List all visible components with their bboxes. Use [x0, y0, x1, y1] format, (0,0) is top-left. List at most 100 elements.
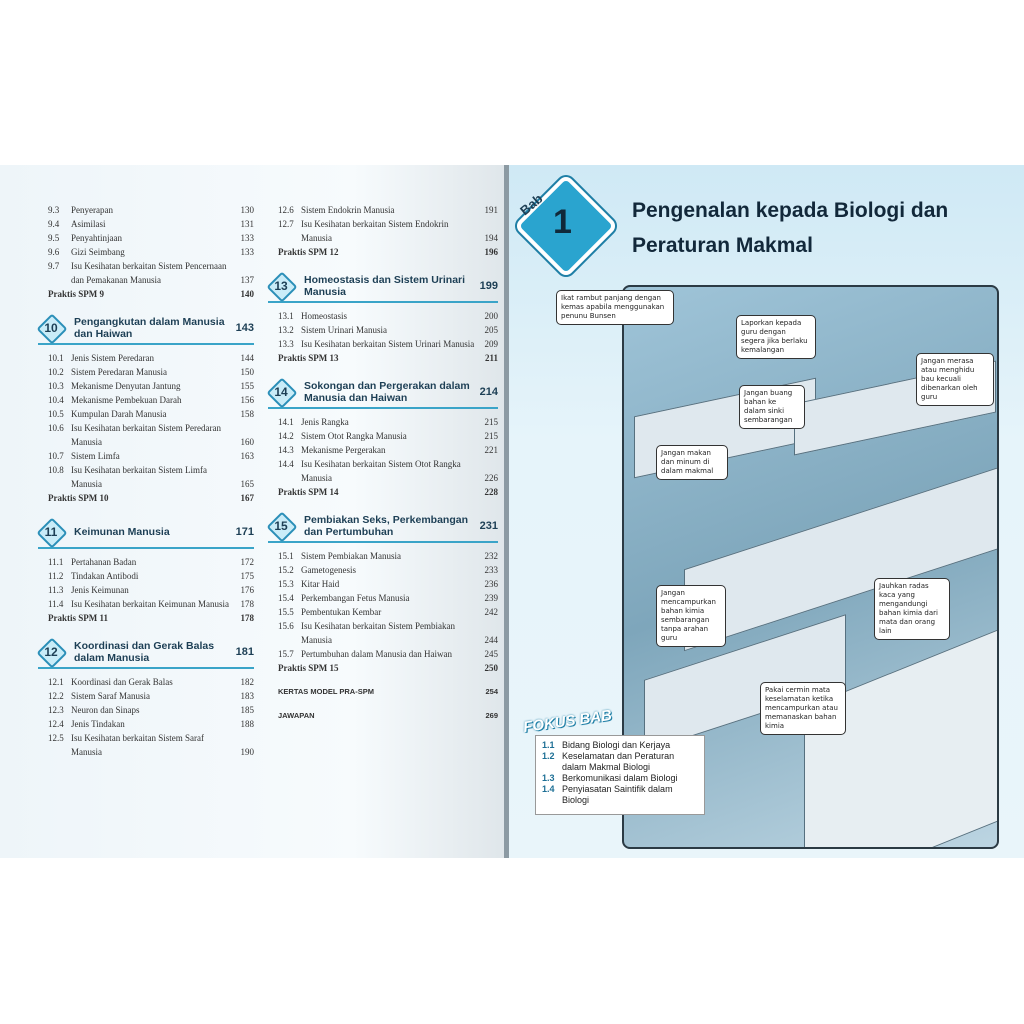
book-gutter [504, 165, 509, 858]
entry-page: 269 [485, 711, 498, 720]
entry-page: 140 [240, 289, 255, 299]
entry-title: Asimilasi [71, 219, 106, 229]
entry-page: 183 [240, 691, 255, 701]
entry-page: 245 [484, 649, 499, 659]
entry-title: Praktis SPM 12 [278, 247, 339, 257]
entry-page: 250 [484, 663, 499, 673]
chapter-number-badge: 14 [266, 377, 298, 409]
toc-praktis: Praktis SPM 10 167 [48, 491, 254, 505]
entry-page: 188 [240, 719, 255, 729]
entry-page: 215 [484, 431, 499, 441]
entry-page: 182 [240, 677, 255, 687]
entry-title: Sistem Urinari Manusia [301, 325, 387, 335]
entry-number: 11.2 [48, 571, 64, 581]
entry-number: 9.7 [48, 261, 60, 271]
entry-number: 9.4 [48, 219, 60, 229]
entry-number: 14.3 [278, 445, 294, 455]
chapter-title: Sokongan dan Pergerakan dalam Manusia da… [304, 380, 470, 404]
chapter-page: 199 [479, 280, 498, 292]
entry-title: Neuron dan Sinaps [71, 705, 140, 715]
title-line-2: Peraturan Makmal [632, 234, 813, 257]
entry-page: 191 [484, 205, 499, 215]
toc-entry: 15.7 Pertumbuhan dalam Manusia dan Haiwan… [278, 647, 498, 661]
chapter-page: 143 [235, 322, 254, 334]
entry-page: 185 [240, 705, 255, 715]
entry-title: Sistem Limfa [71, 451, 120, 461]
entry-number: 15.7 [278, 649, 294, 659]
speech-bubble: Jangan merasa atau menghidu bau kecuali … [916, 353, 994, 406]
entry-title: Isu Kesihatan berkaitan Sistem Saraf Man… [71, 733, 204, 757]
entry-page: 228 [484, 487, 499, 497]
entry-number: 10.7 [48, 451, 64, 461]
entry-number: 11.3 [48, 585, 64, 595]
entry-page: 133 [240, 247, 255, 257]
entry-page: 165 [240, 479, 255, 489]
entry-page: 239 [484, 593, 499, 603]
chapter-number-badge: 10 [36, 313, 68, 345]
entry-title: Isu Kesihatan berkaitan Sistem Endokrin … [301, 219, 449, 243]
toc-praktis: Praktis SPM 14 228 [278, 485, 498, 499]
entry-page: 150 [240, 367, 255, 377]
entry-title: Pertumbuhan dalam Manusia dan Haiwan [301, 649, 452, 659]
entry-title: Sistem Pembiakan Manusia [301, 551, 401, 561]
entry-page: 205 [484, 325, 499, 335]
chapter-number-badge: 13 [266, 271, 298, 303]
chapter-page: 214 [479, 386, 498, 398]
entry-page: 244 [484, 635, 499, 645]
chapter-number-badge: 15 [266, 511, 298, 543]
entry-title: Mekanisme Pembekuan Darah [71, 395, 182, 405]
toc-praktis: Praktis SPM 12 196 [278, 245, 498, 259]
chapter-number-badge: 11 [36, 517, 68, 549]
entry-title: Gizi Seimbang [71, 247, 125, 257]
entry-title: Penyerapan [71, 205, 113, 215]
entry-page: 167 [240, 493, 255, 503]
entry-page: 232 [484, 551, 499, 561]
entry-page: 155 [240, 381, 255, 391]
chapter-number: 12 [44, 645, 58, 659]
entry-title: Kitar Haid [301, 579, 340, 589]
entry-title: Praktis SPM 10 [48, 493, 109, 503]
chapter-page: 231 [479, 520, 498, 532]
speech-bubble: Jangan buang bahan ke dalam sinki sembar… [739, 385, 805, 429]
speech-bubble: Jangan makan dan minum di dalam makmal [656, 445, 728, 480]
chapter-badge: Bab 1 [513, 173, 619, 279]
entry-number: 13.3 [278, 339, 294, 349]
entry-number: 14.4 [278, 459, 294, 469]
entry-number: 9.5 [48, 233, 60, 243]
speech-bubble: Jangan mencampurkan bahan kimia sembaran… [656, 585, 726, 647]
entry-title: Praktis SPM 9 [48, 289, 104, 299]
chapter-number: 13 [274, 279, 288, 293]
entry-number: 15.3 [278, 579, 294, 589]
toc-chapter-heading: 14 Sokongan dan Pergerakan dalam Manusia … [266, 377, 498, 409]
entry-page: 196 [484, 247, 499, 257]
entry-page: 194 [484, 233, 499, 243]
entry-page: 215 [484, 417, 499, 427]
entry-title: Praktis SPM 14 [278, 487, 339, 497]
chapter-title: Koordinasi dan Gerak Balas dalam Manusia [74, 640, 215, 664]
entry-number: 10.8 [48, 465, 64, 475]
chapter-number: 14 [274, 385, 288, 399]
entry-number: 14.1 [278, 417, 294, 427]
entry-page: 133 [240, 233, 255, 243]
entry-number: 15.6 [278, 621, 294, 631]
